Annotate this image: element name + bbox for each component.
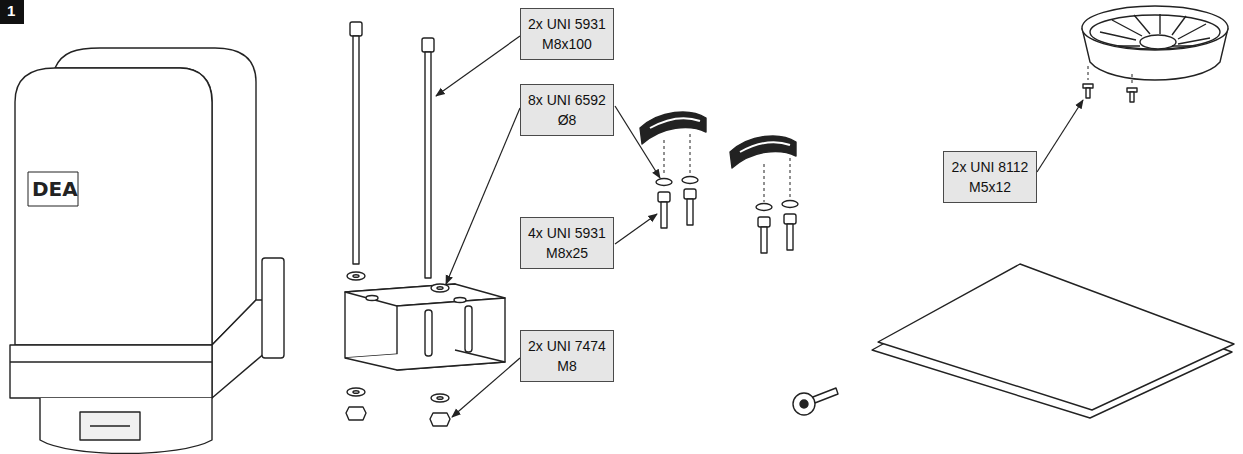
part-callout: 2x UNI 8112 M5x12 [943,151,1037,203]
callout-text: 2x UNI 8112 M5x12 [948,157,1032,197]
part-callout: 4x UNI 5931 M8x25 [520,217,614,269]
instruction-sheets [872,264,1234,418]
nut [346,407,450,426]
brand-logo: DEA [32,177,78,201]
washer [656,177,798,211]
washer [347,272,449,402]
figure-number: 1 [7,2,15,19]
part-callout: 2x UNI 7474 M8 [520,330,614,382]
part-callout: 2x UNI 5931 M8x100 [520,8,614,60]
figure-tab [0,0,24,24]
rubber-pad [640,112,796,202]
mounting-bracket [345,284,505,370]
callout-text: 4x UNI 5931 M8x25 [525,223,609,263]
leader-lines [436,36,1083,417]
release-key [793,388,838,415]
long-bolt [350,22,434,278]
cover-dish [1082,6,1228,102]
part-callout: 8x UNI 6592 Ø8 [520,84,614,136]
callout-text: 8x UNI 6592 Ø8 [525,90,609,130]
motor-unit [10,48,284,454]
callout-text: 2x UNI 7474 M8 [525,336,609,376]
short-bolt [658,189,796,253]
callout-text: 2x UNI 5931 M8x100 [525,14,609,54]
